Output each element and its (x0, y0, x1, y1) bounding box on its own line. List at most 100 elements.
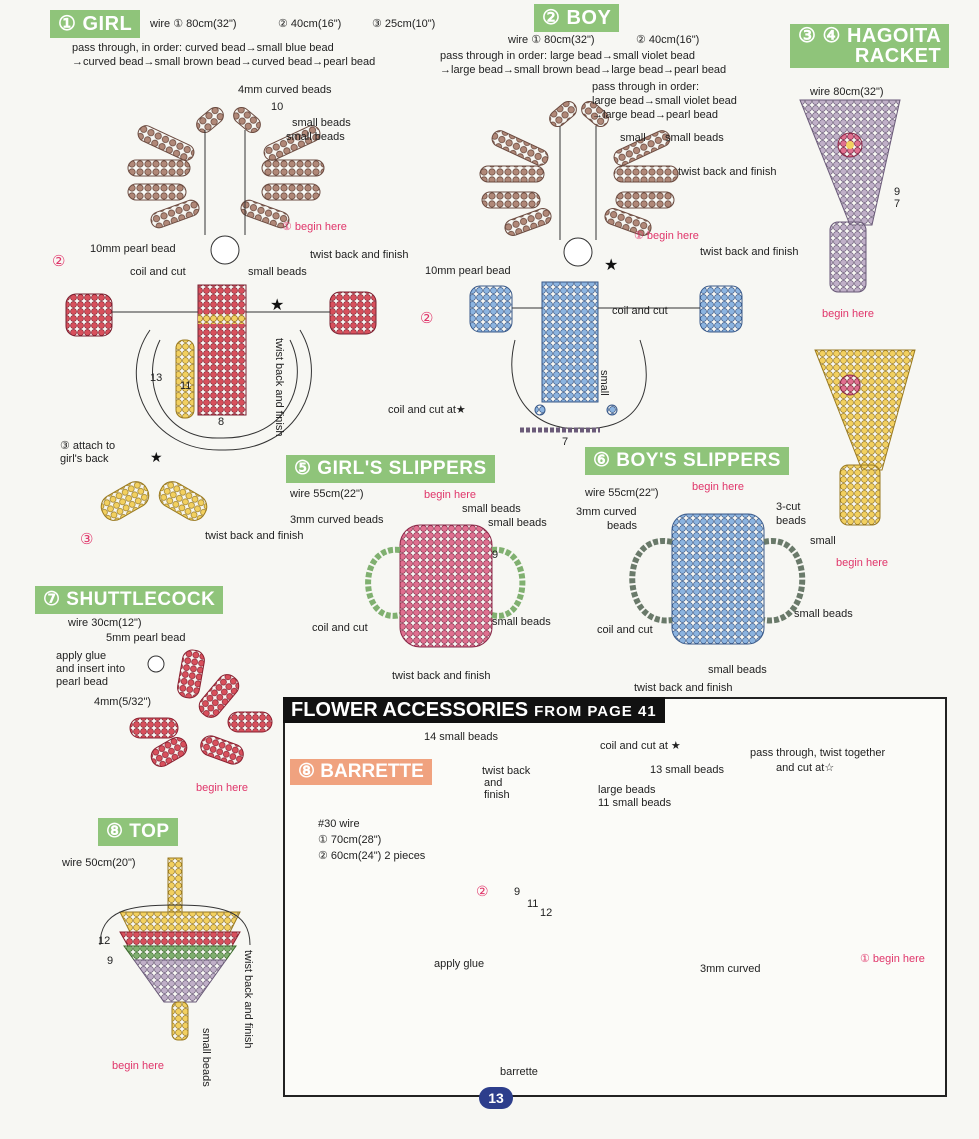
shuttlecock-header: ⑦ SHUTTLECOCK (35, 586, 224, 614)
barrette-begin: ① begin here (860, 953, 925, 965)
barrette-pass-2: and cut at☆ (776, 762, 835, 774)
boy-label-coil: coil and cut (612, 305, 668, 317)
hagoita-diagram (799, 99, 916, 526)
boys-slippers-small: small (810, 535, 836, 547)
hagoita-header: ③ ④ HAGOITA RACKET (790, 24, 950, 68)
barrette-pass-1: pass through, twist together (750, 747, 886, 759)
boy-diagram: ★ (469, 101, 743, 433)
girl-header: ① GIRL (50, 10, 141, 38)
boys-slippers-header: ⑥ BOY'S SLIPPERS (585, 447, 789, 475)
attach-num: ③ (80, 531, 94, 548)
barrette-curved: 3mm curved (700, 963, 761, 975)
girl-wire-2: ② 40cm(16") (278, 18, 342, 30)
attach-line-1: ③ attach to (60, 440, 116, 452)
boys-slippers-cut-1: 3-cut (776, 501, 801, 513)
girl-label-twist-vertical: twist back and finish (273, 338, 285, 437)
boy-order-4: large bead→small violet bead (592, 95, 737, 107)
shuttlecock-size: 4mm(5/32") (94, 696, 152, 708)
boys-slippers-curved-2: beads (607, 520, 637, 532)
barrette-header: ⑧ BARRETTE (290, 759, 432, 785)
boy-order-1: pass through in order: large bead→small … (440, 50, 695, 62)
barrette-9: 9 (514, 886, 521, 898)
flower-subtitle: FROM PAGE 41 (534, 703, 657, 720)
hagoita-wire: wire 80cm(32") (810, 86, 884, 98)
attach-line-2: girl's back (60, 453, 109, 465)
girls-slippers-small-3: small beads (492, 616, 551, 628)
barrette-wire-label: #30 wire (318, 818, 360, 830)
svg-text:★: ★ (604, 257, 618, 274)
girls-slippers-9: 9 (492, 549, 499, 561)
girl-diagram: ★ (65, 107, 377, 451)
boys-slippers-wire: wire 55cm(22") (585, 487, 659, 499)
top-begin: begin here (112, 1060, 164, 1072)
shuttlecock-diagram (129, 649, 273, 767)
boy-order-3: pass through in order: (592, 81, 700, 93)
barrette-coilat: coil and cut at ★ (600, 740, 681, 752)
boys-slippers-small-3: small beads (708, 664, 767, 676)
girl-label-2: ② (52, 253, 66, 270)
girls-slippers-small-2: small beads (488, 517, 547, 529)
top-small: small beads (200, 1028, 212, 1087)
girls-slippers-curved: 3mm curved beads (290, 514, 384, 526)
girl-label-curved: 4mm curved beads (238, 84, 332, 96)
girl-label-13: 13 (150, 372, 163, 384)
girl-label-10: 10 (271, 101, 284, 113)
svg-text:★: ★ (150, 449, 163, 465)
boys-slippers-twist: twist back and finish (634, 682, 733, 694)
barrette-wire-1: ① 70cm(28") (318, 834, 382, 846)
boy-order-5: →large bead→pearl bead (592, 109, 718, 121)
shuttlecock-begin: begin here (196, 782, 248, 794)
boys-slippers-curved: 3mm curved (576, 506, 637, 518)
svg-text:★: ★ (270, 297, 284, 314)
top-9: 9 (107, 955, 114, 967)
flower-title: FLOWER ACCESSORIES (291, 699, 529, 721)
girl-label-small-1: small beads (292, 117, 351, 129)
barrette-small-11: 11 small beads (598, 797, 672, 809)
girls-slippers-wire: wire 55cm(22") (290, 488, 364, 500)
hagoita-begin: begin here (822, 308, 874, 320)
boy-label-coilat: coil and cut at★ (388, 404, 466, 416)
attach-diagram: ★ (100, 449, 208, 521)
barrette-2: ② (476, 883, 489, 899)
barrette-12: 12 (540, 907, 553, 919)
boy-order-2: →large bead→small brown bead→large bead→… (440, 64, 727, 76)
attach-twist: twist back and finish (205, 530, 304, 542)
barrette-wire-2: ② 60cm(24") 2 pieces (318, 850, 426, 862)
shuttlecock-wire: wire 30cm(12") (68, 617, 142, 629)
girl-label-twist: twist back and finish (310, 249, 409, 261)
boy-label-small: small (620, 132, 646, 144)
boys-slippers-begin: begin here (692, 481, 744, 493)
boy-wire-2: ② 40cm(16") (636, 34, 700, 46)
boys-slippers-coil: coil and cut (597, 624, 653, 636)
girl-label-pearl: 10mm pearl bead (90, 243, 176, 255)
girls-slippers-twist: twist back and finish (392, 670, 491, 682)
shuttlecock-pearl: 5mm pearl bead (106, 632, 186, 644)
boy-wire: wire ① 80cm(32") (508, 34, 595, 46)
girl-label-small-2: small beads (286, 131, 345, 143)
barrette-twist-3: finish (484, 789, 510, 801)
boys-slippers-diagram (629, 513, 806, 645)
top-12: 12 (98, 935, 111, 947)
boy-label-2: ② (420, 310, 434, 327)
girls-slippers-coil: coil and cut (312, 622, 368, 634)
girl-wire: wire ① 80cm(32") (150, 18, 237, 30)
girl-label-begin: ① begin here (282, 221, 347, 233)
boy-label-pearl: 10mm pearl bead (425, 265, 511, 277)
barrette-11: 11 (527, 898, 539, 910)
page-number: 13 (479, 1087, 513, 1109)
top-twist: twist back and finish (242, 950, 254, 1049)
top-wire: wire 50cm(20") (62, 857, 136, 869)
boys-slippers-small-2: small beads (794, 608, 853, 620)
girl-wire-3: ③ 25cm(10") (372, 18, 436, 30)
barrette-small-14: 14 small beads (424, 731, 498, 743)
shuttlecock-glue-2: and insert into (56, 663, 126, 675)
boy-header: ② BOY (534, 4, 620, 32)
girl-order-2: →curved bead→small brown bead→curved bea… (72, 56, 376, 68)
hagoita-begin-2: begin here (836, 557, 888, 569)
barrette-glue: apply glue (434, 958, 485, 970)
boy-label-7: 7 (562, 436, 569, 448)
boy-label-begin: ① begin here (634, 230, 699, 242)
girls-slippers-begin: begin here (424, 489, 476, 501)
boy-label-small-vertical: small (598, 370, 610, 396)
hagoita-title-1: ③ ④ HAGOITA (798, 25, 942, 47)
